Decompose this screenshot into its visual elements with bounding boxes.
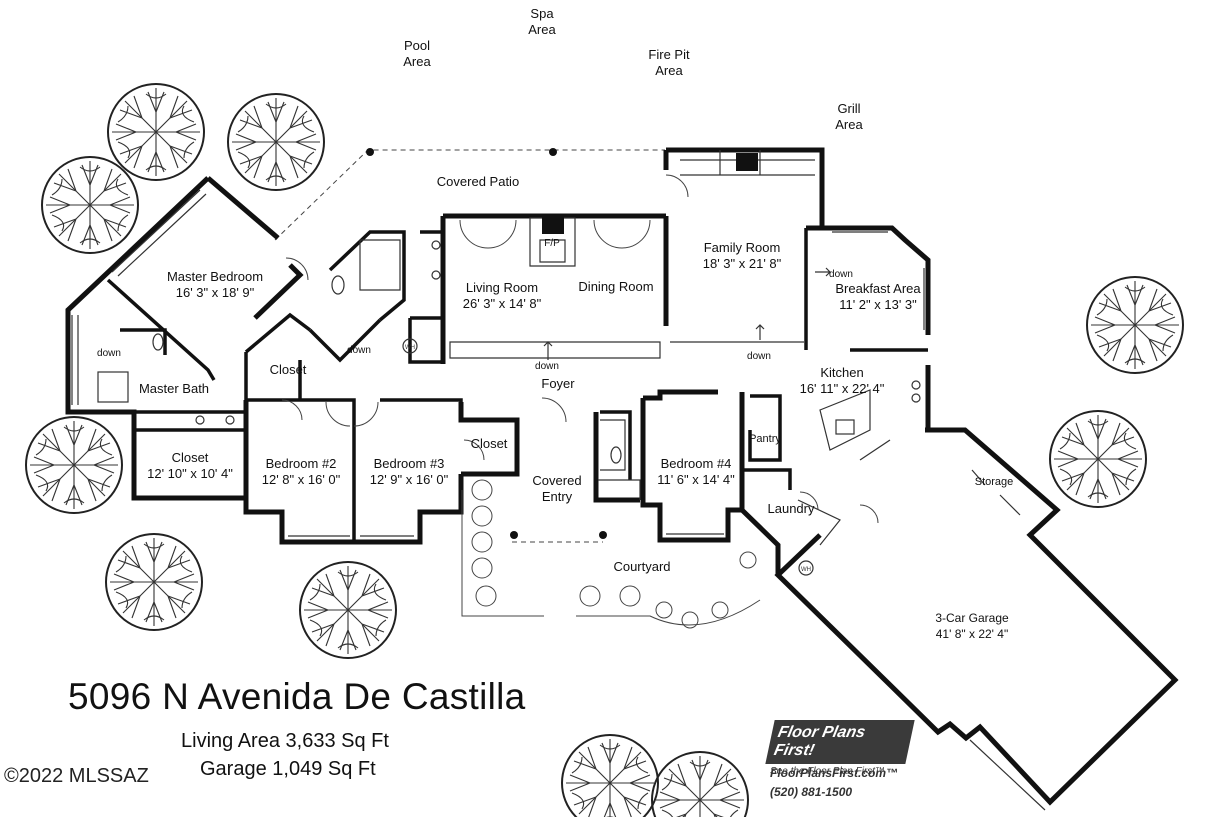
property-address: 5096 N Avenida De Castilla [68, 676, 526, 717]
foyer-label: Foyer [541, 376, 575, 391]
covered-patio-label: Covered Patio [436, 174, 520, 189]
copyright-watermark: ©2022 MLSSAZ [4, 765, 149, 787]
tree [107, 83, 205, 181]
fireplace-mark [736, 153, 758, 171]
kitchen-label: Kitchen 16' 11" x 22' 4" [799, 365, 885, 396]
hall-closet-label: Closet [269, 362, 307, 377]
tree [1086, 276, 1184, 374]
step-down-label: down [97, 348, 121, 359]
step-down-label: down [347, 345, 371, 356]
living-room-label: Living Room 26' 3" x 14' 8" [462, 280, 542, 311]
step-down-label: down [535, 361, 559, 372]
tree [105, 533, 203, 631]
tree [561, 734, 659, 817]
tree [227, 93, 325, 191]
wh-mark: WH [405, 345, 415, 351]
master-bath-label: Master Bath [138, 381, 210, 396]
living-area-text: Living Area 3,633 Sq Ft [181, 730, 389, 752]
fireplace-label: F/P [544, 238, 560, 249]
grill-area-label: Grill Area [835, 101, 863, 132]
garage-area-text: Garage 1,049 Sq Ft [200, 758, 376, 780]
fixtures [97, 240, 921, 576]
laundry-label: Laundry [767, 501, 815, 516]
pool-area-label: Pool Area [403, 38, 431, 69]
brand-url: FloorPlansFirst.com™ [770, 766, 899, 780]
wh-mark: WH [801, 567, 811, 573]
logo-mark: Floor Plans First! [765, 720, 915, 764]
plan-details [71, 150, 1046, 811]
shrubs [461, 479, 761, 629]
garage-label: 3-Car Garage 41' 8" x 22' 4" [935, 611, 1009, 641]
bedroom-4-label: Bedroom #4 11' 6" x 14' 4" [657, 456, 735, 487]
interior-walls [106, 228, 928, 542]
storage-label: Storage [974, 476, 1014, 488]
dining-room-label: Dining Room [578, 279, 654, 294]
pantry-label: Pantry [749, 433, 781, 445]
tree [1049, 410, 1147, 508]
fireplace-mark [542, 216, 564, 234]
step-arrows [543, 267, 831, 360]
entry-closet-label: Closet [470, 436, 508, 451]
door-swings [281, 174, 879, 524]
bedroom-3-label: Bedroom #3 12' 9" x 16' 0" [369, 456, 449, 487]
family-room-label: Family Room 18' 3" x 21' 8" [702, 240, 782, 271]
spa-area-label: Spa Area [528, 6, 556, 37]
tree [25, 416, 123, 514]
tree [299, 561, 397, 659]
step-down-label: down [829, 269, 853, 280]
tree [41, 156, 139, 254]
step-down-label: down [747, 351, 771, 362]
bedroom-2-label: Bedroom #2 12' 8" x 16' 0" [261, 456, 341, 487]
master-closet-label: Closet 12' 10" x 10' 4" [147, 450, 233, 481]
brand-phone: (520) 881-1500 [770, 785, 853, 799]
breakfast-area-label: Breakfast Area 11' 2" x 13' 3" [835, 281, 921, 312]
master-bedroom-label: Master Bedroom 16' 3" x 18' 9" [166, 269, 264, 300]
floor-plans-first-logo: Floor Plans First! See the Floor Plan Fi… [765, 720, 915, 777]
logo-tagline: See the Floor Plan First™ [770, 766, 886, 777]
covered-entry-label: Covered Entry [532, 473, 582, 504]
tree [651, 751, 749, 817]
fire-pit-area-label: Fire Pit Area [648, 47, 690, 78]
courtyard-label: Courtyard [613, 559, 671, 574]
